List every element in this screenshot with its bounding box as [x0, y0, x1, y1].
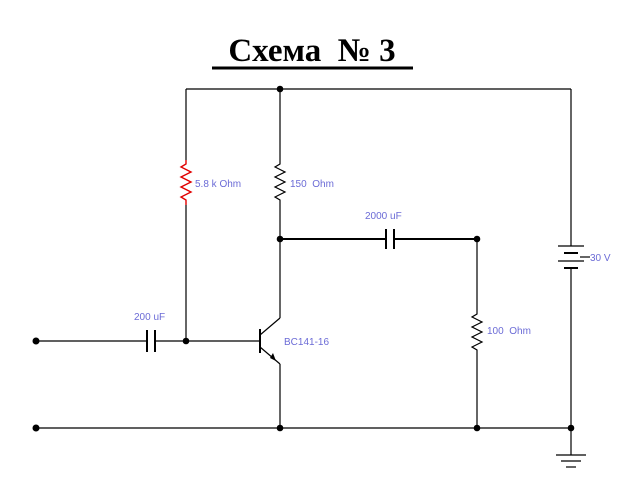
junction-node — [473, 424, 481, 432]
collector-resistor-symbol — [273, 160, 287, 205]
collector-resistor: 150 Ohm — [273, 160, 334, 205]
junction-node — [276, 235, 284, 243]
load-resistor-label: 100 Ohm — [487, 326, 531, 337]
bias-resistor-symbol — [179, 160, 193, 205]
bias-resistor: 5.8 k Ohm — [179, 160, 241, 205]
battery-label: 30 V — [590, 253, 611, 264]
bias-resistor-label: 5.8 k Ohm — [195, 179, 241, 190]
transistor-label: BC141-16 — [284, 337, 329, 348]
ground-terminal — [32, 424, 40, 432]
junction-node — [276, 85, 284, 93]
output-capacitor: 2000 uF — [365, 211, 402, 249]
junction-node — [182, 337, 190, 345]
emitter-arrow-icon — [270, 353, 276, 361]
output-wire — [280, 238, 478, 428]
input-capacitor-label: 200 uF — [134, 312, 165, 323]
junction-node — [276, 424, 284, 432]
junction-node — [473, 235, 481, 243]
output-capacitor-label: 2000 uF — [365, 211, 402, 222]
collector-resistor-label: 150 Ohm — [290, 179, 334, 190]
ground-icon — [556, 428, 586, 468]
battery: 30 V — [558, 245, 611, 269]
junction-node — [567, 424, 575, 432]
input-capacitor: 200 uF — [134, 312, 165, 352]
transistor: BC141-16 — [259, 317, 329, 365]
input-terminal — [32, 337, 40, 345]
load-resistor-symbol — [470, 310, 484, 352]
load-resistor: 100 Ohm — [470, 310, 531, 352]
schematic-title: Схема № 3 — [228, 33, 395, 69]
